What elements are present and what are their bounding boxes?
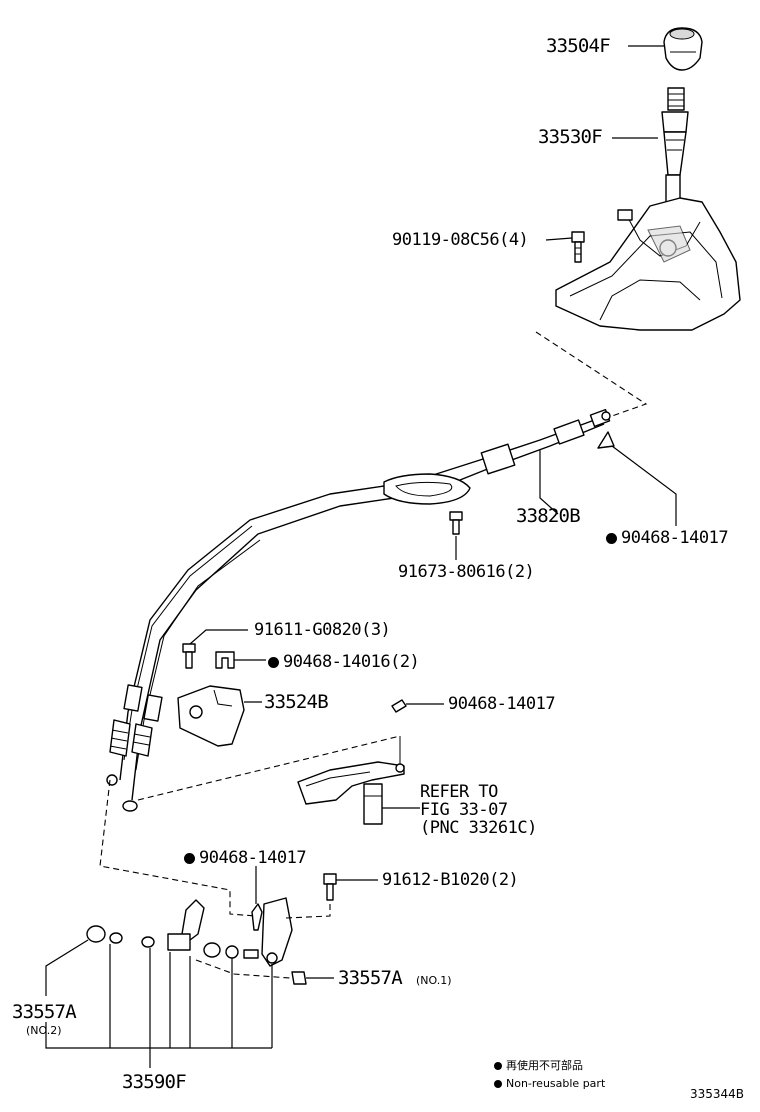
callout-33504F[interactable]: 33504F <box>546 35 611 57</box>
legend-jp: 再使用不可部品 <box>494 1058 583 1074</box>
callout-90468-14017-mid[interactable]: 90468-14017 <box>448 694 556 714</box>
bolt-90119[interactable] <box>571 231 585 263</box>
refer-to-line2[interactable]: FIG 33-07 <box>420 800 508 820</box>
shift-linkage-part[interactable] <box>297 736 405 825</box>
callout-91612[interactable]: 91612-B1020(2) <box>382 870 519 890</box>
callout-90468-14017-low[interactable]: 90468-14017 <box>184 848 307 868</box>
callout-33820B[interactable]: 33820B <box>516 505 581 527</box>
callout-91673[interactable]: 91673-80616(2) <box>398 562 535 582</box>
callout-91611[interactable]: 91611-G0820(3) <box>254 620 391 640</box>
callout-90468-14016[interactable]: 90468-14016(2) <box>268 652 420 672</box>
callout-90119[interactable]: 90119-08C56(4) <box>392 230 529 250</box>
shift-cable-assembly[interactable] <box>106 408 611 812</box>
shift-housing-part[interactable] <box>555 197 741 331</box>
washer[interactable] <box>141 936 155 948</box>
clip-90468-14017-low[interactable] <box>251 903 263 931</box>
legend-en: Non-reusable part <box>494 1076 605 1092</box>
refer-to-line3[interactable]: (PNC 33261C) <box>420 818 537 838</box>
figure-id: 335344B <box>690 1087 745 1101</box>
clip-90468-14017-mid[interactable] <box>391 699 407 713</box>
washer[interactable] <box>109 932 123 944</box>
callout-33557A-no1[interactable]: 33557A <box>338 967 403 989</box>
bracket-33524B[interactable] <box>177 685 245 747</box>
callout-33524B[interactable]: 33524B <box>264 691 329 713</box>
clip-90468-14017-top[interactable] <box>597 431 615 449</box>
callout-33557A-no2[interactable]: 33557A <box>12 1001 77 1023</box>
shift-lever-part[interactable] <box>661 87 689 216</box>
non-reusable-dot-icon <box>184 853 195 864</box>
callout-33530F[interactable]: 33530F <box>538 126 603 148</box>
shift-knob-part[interactable] <box>663 27 703 71</box>
legend-dot-icon <box>494 1080 502 1088</box>
bolt-91612[interactable] <box>323 873 337 901</box>
bolt-91673[interactable] <box>449 511 463 535</box>
clip-90468-14016[interactable] <box>215 651 235 669</box>
callout-no2-qualifier: (NO.2) <box>26 1024 62 1037</box>
washer[interactable] <box>225 945 239 959</box>
callout-no1-qualifier: (NO.1) <box>416 974 452 987</box>
bolt-91611[interactable] <box>182 643 196 669</box>
bushing-33557A-no1[interactable] <box>291 971 307 985</box>
non-reusable-dot-icon <box>268 657 279 668</box>
bushing-33557A-no2[interactable] <box>86 925 106 943</box>
refer-to-line1: REFER TO <box>420 782 498 802</box>
non-reusable-dot-icon <box>606 533 617 544</box>
legend-dot-icon <box>494 1062 502 1070</box>
cable-bracket-assembly[interactable] <box>167 897 293 967</box>
callout-33590F[interactable]: 33590F <box>122 1071 187 1093</box>
callout-90468-14017-top[interactable]: 90468-14017 <box>606 528 729 548</box>
bushing[interactable] <box>203 942 221 958</box>
